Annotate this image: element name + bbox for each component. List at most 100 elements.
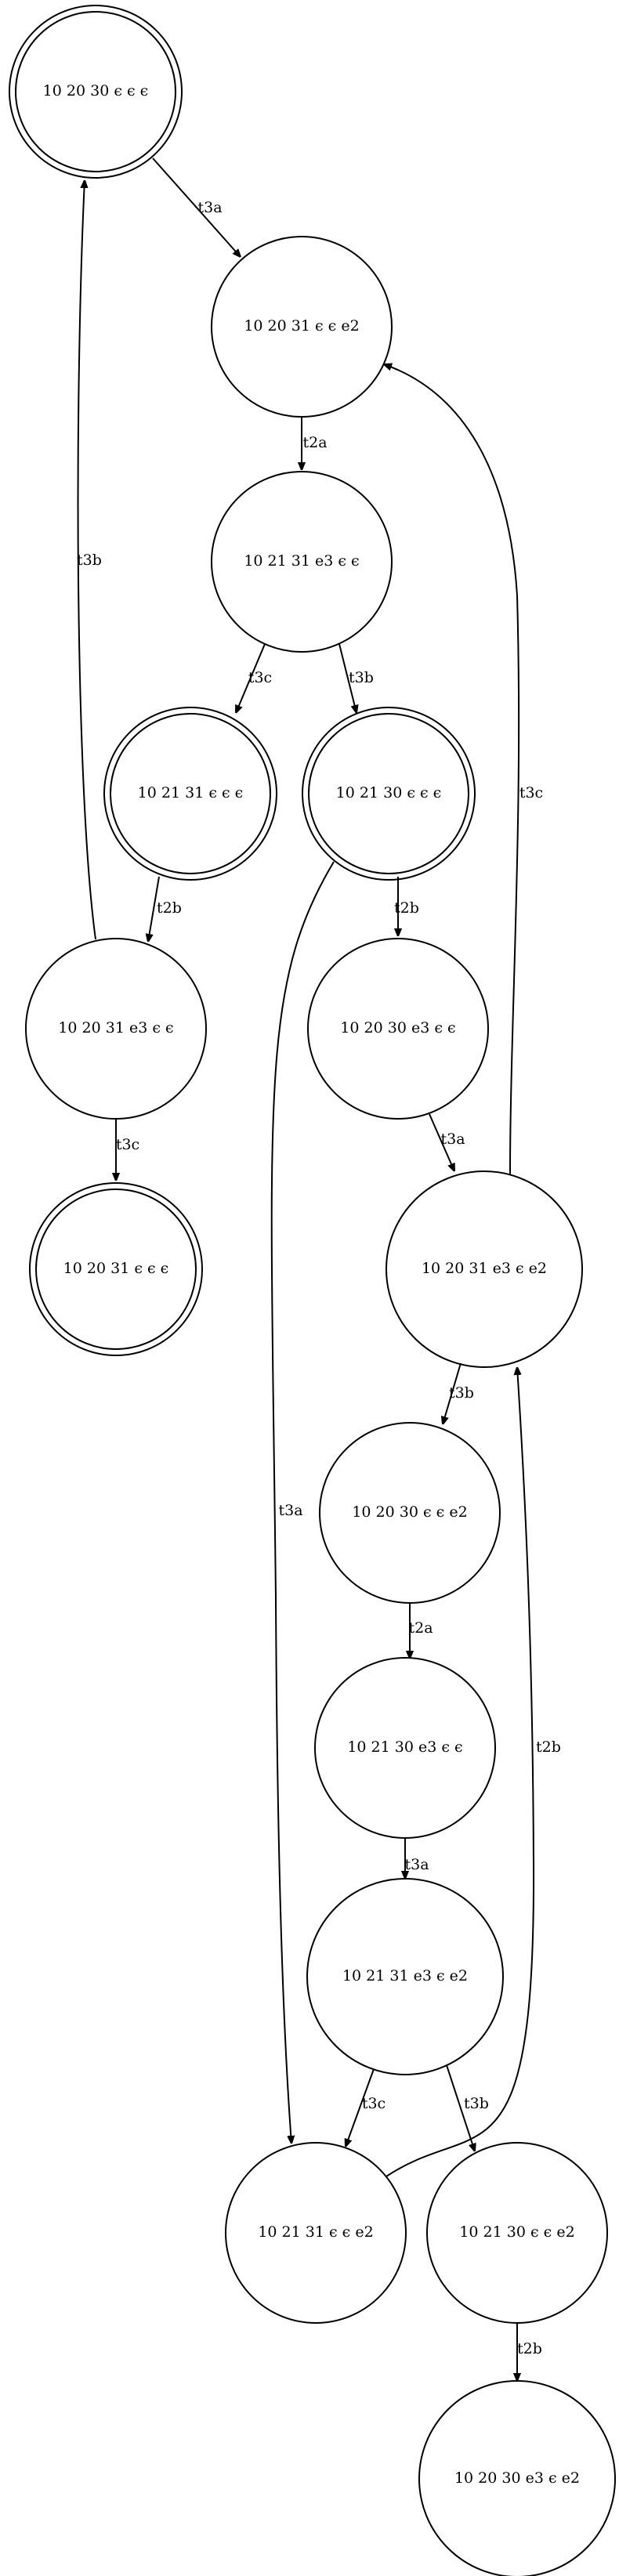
state-label: 10 21 30 ϵ ϵ e2: [459, 2223, 574, 2241]
edge-n7-n9: t3a: [429, 1113, 465, 1171]
state-node-n7: 10 20 30 e3 ϵ ϵ: [307, 938, 489, 1120]
state-node-n9: 10 20 31 e3 ϵ e2: [386, 1170, 583, 1368]
accepting-state-ring: [15, 11, 176, 172]
edge-n3-n4: t3c: [236, 643, 272, 713]
edge-line: [270, 861, 335, 2144]
edge-label: t2b: [517, 2340, 542, 2357]
state-node-n10: 10 20 30 ϵ ϵ e2: [319, 1422, 501, 1604]
state-label: 10 21 30 ϵ ϵ ϵ: [336, 784, 442, 801]
edge-n4-n6: t2b: [148, 876, 182, 942]
state-circle: [386, 1170, 583, 1368]
state-circle: [29, 1182, 203, 1356]
state-label: 10 21 31 ϵ ϵ e2: [258, 2223, 373, 2241]
edge-n6-n1: t3b: [77, 180, 102, 940]
state-circle: [426, 2142, 608, 2324]
edge-label: t2a: [408, 1619, 433, 1637]
nodes-layer: 10 20 30 ϵ ϵ ϵ 10 20 31 ϵ ϵ e2 10 21 31 e3…: [9, 5, 616, 2576]
edge-n3-n5: t3b: [338, 643, 374, 713]
edge-line: [429, 1113, 454, 1171]
state-label: 10 21 31 e3 ϵ e2: [342, 1967, 468, 1984]
edge-line: [338, 643, 357, 713]
edge-n10-n11: t2a: [408, 1603, 433, 1659]
state-circle: [319, 1422, 501, 1604]
edge-n13-n9: t2b: [386, 1367, 561, 2177]
edge-label: t3b: [77, 552, 102, 569]
state-circle: [211, 471, 393, 653]
accepting-state-ring: [308, 713, 469, 874]
state-label: 10 21 31 ϵ ϵ ϵ: [138, 784, 244, 801]
state-node-n15: 10 20 30 e3 ϵ e2: [418, 2380, 616, 2576]
state-node-n13: 10 21 31 ϵ ϵ e2: [225, 2142, 407, 2324]
state-circle: [103, 707, 277, 881]
state-node-n12: 10 21 31 e3 ϵ e2: [306, 1878, 504, 2075]
accepting-state-ring: [35, 1189, 197, 1350]
state-node-n5: 10 21 30 ϵ ϵ ϵ: [302, 707, 476, 881]
state-label: 10 20 30 ϵ ϵ ϵ: [43, 82, 149, 99]
edge-label: t3b: [349, 669, 374, 686]
edge-line: [384, 364, 520, 1175]
state-circle: [306, 1878, 504, 2075]
edge-label: t3a: [197, 199, 222, 216]
state-circle: [418, 2380, 616, 2576]
edge-label: t3c: [116, 1136, 139, 1153]
state-node-n3: 10 21 31 e3 ϵ ϵ: [211, 471, 393, 653]
edge-n14-n15: t2b: [517, 2323, 542, 2381]
edge-line: [446, 2064, 475, 2151]
state-label: 10 20 31 ϵ ϵ e2: [244, 317, 359, 335]
edge-label: t3c: [362, 2095, 386, 2112]
state-label: 10 21 31 e3 ϵ ϵ: [244, 552, 359, 570]
edge-n12-n14: t3b: [446, 2064, 489, 2151]
edge-n5-n13: t3a: [270, 861, 335, 2144]
edge-label: t3c: [519, 784, 543, 801]
accepting-state-ring: [110, 713, 271, 874]
state-circle: [314, 1657, 496, 1839]
state-node-n4: 10 21 31 ϵ ϵ ϵ: [103, 707, 277, 881]
edge-line: [443, 1362, 462, 1424]
edge-line: [77, 180, 96, 940]
state-circle: [25, 938, 207, 1120]
state-circle: [302, 707, 476, 881]
state-circle: [307, 938, 489, 1120]
edge-label: t2b: [536, 1738, 561, 1756]
state-label: 10 20 31 ϵ ϵ ϵ: [63, 1260, 169, 1277]
edge-line: [346, 2068, 375, 2147]
state-node-n6: 10 20 31 e3 ϵ ϵ: [25, 938, 207, 1120]
edge-n6-n8: t3c: [116, 1119, 139, 1181]
state-label: 10 20 31 e3 ϵ ϵ: [58, 1019, 173, 1037]
edge-label: t3b: [449, 1384, 474, 1402]
state-circle: [211, 236, 393, 418]
edge-n5-n7: t2b: [394, 877, 419, 936]
state-node-n8: 10 20 31 ϵ ϵ ϵ: [29, 1182, 203, 1356]
edge-n1-n2: t3a: [152, 157, 241, 257]
edge-label: t3a: [278, 1502, 302, 1519]
edge-n9-n10: t3b: [443, 1362, 474, 1424]
edge-label: t2b: [394, 899, 419, 917]
edge-n12-n13: t3c: [346, 2068, 386, 2147]
edge-label: t2b: [157, 899, 182, 917]
edge-line: [386, 1367, 535, 2177]
state-node-n2: 10 20 31 ϵ ϵ e2: [211, 236, 393, 418]
state-label: 10 21 30 e3 ϵ ϵ: [347, 1738, 462, 1756]
state-node-n1: 10 20 30 ϵ ϵ ϵ: [9, 5, 183, 179]
edge-line: [148, 876, 160, 942]
edge-n11-n12: t3a: [404, 1838, 429, 1879]
state-circle: [9, 5, 183, 179]
edge-label: t3a: [404, 1856, 429, 1873]
state-label: 10 20 31 e3 ϵ e2: [422, 1260, 547, 1277]
edge-label: t3a: [440, 1131, 465, 1148]
edge-label: t2a: [302, 434, 327, 451]
edge-line: [236, 643, 266, 713]
state-node-n11: 10 21 30 e3 ϵ ϵ: [314, 1657, 496, 1839]
edge-label: t3b: [464, 2095, 489, 2112]
edge-label: t3c: [248, 669, 272, 686]
state-label: 10 20 30 ϵ ϵ e2: [352, 1503, 467, 1521]
edge-n2-n3: t2a: [302, 417, 328, 470]
edges-layer: t3a t2a t3c t3b t2b t3b t3c t2b t3a t3a t3c t3b t2a t…: [77, 157, 561, 2381]
state-label: 10 20 30 e3 ϵ e2: [454, 2469, 580, 2487]
state-label: 10 20 30 e3 ϵ ϵ: [340, 1019, 455, 1037]
edge-n9-n2: t3c: [384, 364, 543, 1175]
state-circle: [225, 2142, 407, 2324]
state-node-n14: 10 21 30 ϵ ϵ e2: [426, 2142, 608, 2324]
edge-line: [152, 157, 241, 257]
